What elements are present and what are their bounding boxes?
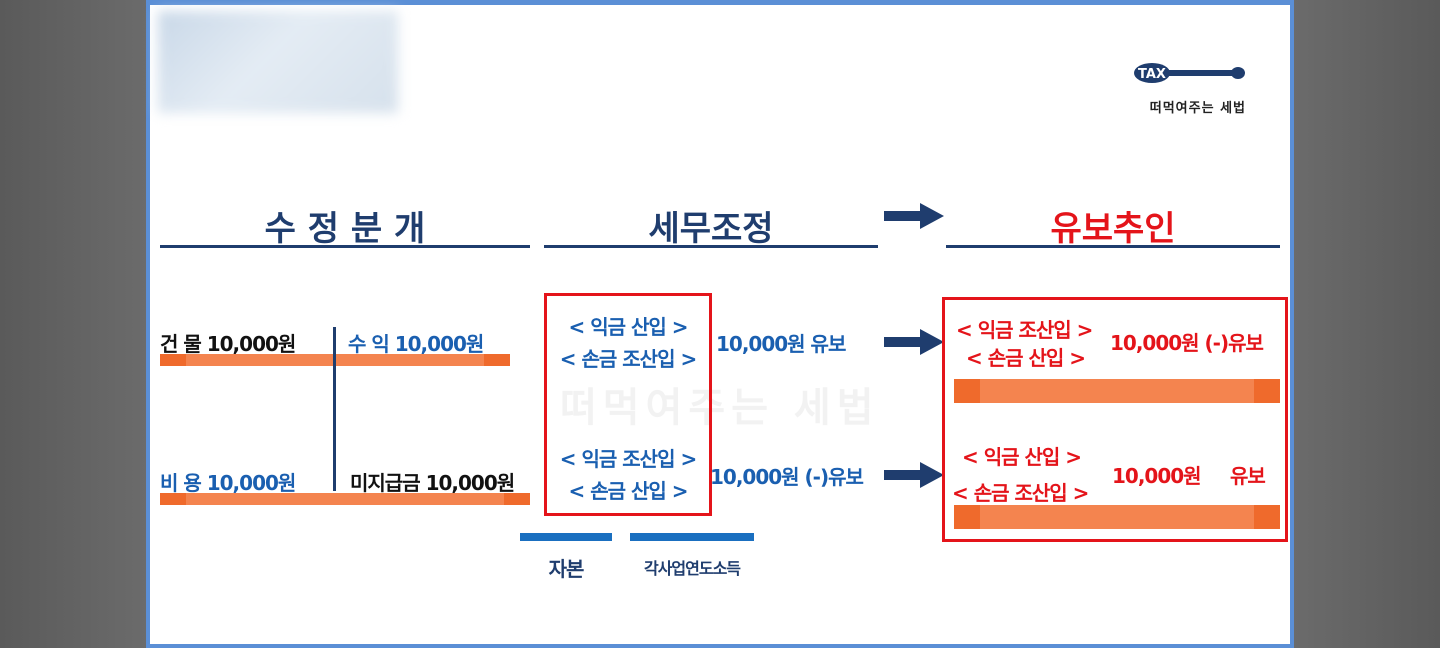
header-journal: 수 정 분 개 [264, 209, 426, 249]
legend-income: 각사업연도소득 [643, 559, 741, 578]
legend-bar-income [630, 533, 754, 541]
header-adjustment: 세무조정 [648, 209, 774, 249]
legend-bar-capital [520, 533, 612, 541]
rev-bot-amount: 10,000원 [1112, 464, 1202, 488]
reversal-box [942, 297, 1288, 542]
header-rule-1 [160, 245, 530, 248]
tax-spoon-logo: TAX [1134, 63, 1245, 83]
journal-debit-expense: 비 용 10,000원 [160, 471, 296, 495]
arrow-icon-bottom [884, 462, 944, 488]
rev-top-line1: < 익금 조산입 > [956, 318, 1093, 342]
logo-mark: TAX [1138, 67, 1166, 82]
rev-highlight-top [954, 379, 1280, 403]
blurred-title [158, 11, 398, 113]
logo-subtitle: 떠먹여주는 세법 [1149, 101, 1246, 116]
rev-top-amount: 10,000원 (-)유보 [1110, 331, 1264, 355]
adj-bot-line1: < 익금 조산입 > [559, 447, 697, 471]
adj-bot-amount: 10,000원 (-)유보 [710, 465, 864, 489]
header-arrow-icon [884, 203, 944, 229]
adj-top-amount: 10,000원 유보 [716, 332, 846, 356]
rev-highlight-bottom [954, 505, 1280, 529]
journal-credit-revenue: 수 익 10,000원 [348, 332, 484, 356]
slide: TAX 떠먹여주는 세법 떠먹여주는 세법 수 정 분 개 세무조정 유보추인 … [146, 0, 1294, 648]
journal-credit-payable: 미지급금 10,000원 [350, 471, 515, 495]
header-rule-2 [544, 245, 878, 248]
rev-bot-line2: < 손금 조산입 > [952, 481, 1089, 505]
header-reversal: 유보추인 [1050, 209, 1176, 249]
journal-debit-building: 건 물 10,000원 [160, 332, 296, 356]
header-rule-3 [946, 245, 1280, 248]
rev-top-line2: < 손금 산입 > [966, 346, 1086, 370]
right-background [1294, 0, 1440, 648]
rev-bot-line1: < 익금 산입 > [962, 445, 1082, 469]
adj-bot-line2: < 손금 산입 > [568, 479, 688, 503]
left-background [0, 0, 146, 648]
journal-divider [333, 327, 336, 491]
adj-top-line1: < 익금 산입 > [568, 315, 688, 339]
legend-capital: 자본 [548, 557, 585, 581]
highlight-row2 [160, 493, 530, 505]
adj-top-line2: < 손금 조산입 > [559, 347, 697, 371]
adjustment-box [544, 293, 712, 516]
watermark: 떠먹여주는 세법 [560, 385, 880, 431]
arrow-icon-top [884, 329, 944, 355]
rev-bot-type: 유보 [1230, 464, 1266, 488]
